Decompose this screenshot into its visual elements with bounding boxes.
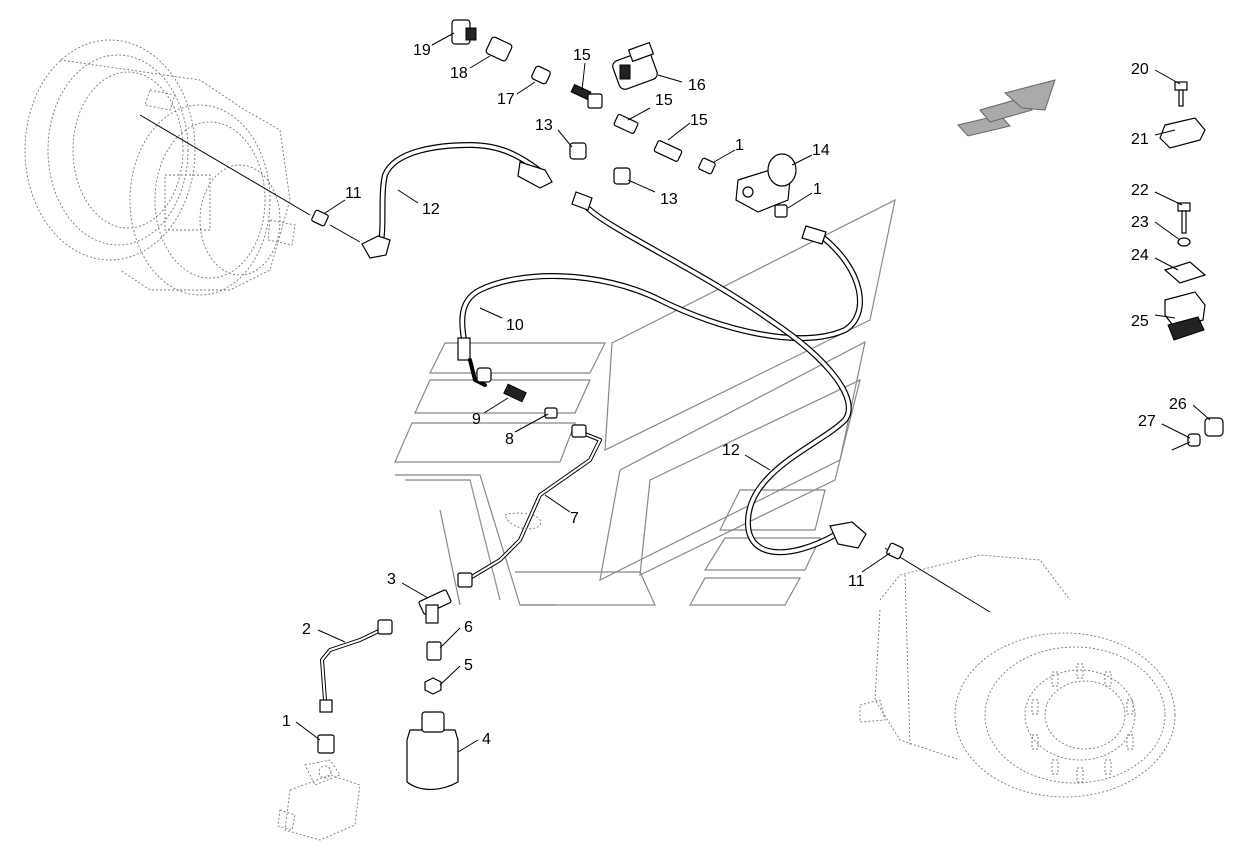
- leader-lines: [295, 32, 1211, 753]
- right-wheel-hub: [859, 554, 1176, 798]
- hose-12-upper: [361, 141, 553, 259]
- callout-19: 19: [413, 42, 431, 59]
- callout-18: 18: [450, 65, 468, 82]
- callout-21: 21: [1131, 131, 1149, 148]
- callout-9: 9: [472, 411, 481, 428]
- callout-11-left: 11: [345, 185, 362, 202]
- callout-23: 23: [1131, 214, 1149, 231]
- callout-7: 7: [570, 510, 579, 527]
- callout-16: 16: [688, 77, 706, 94]
- callout-13-upper: 13: [535, 117, 553, 134]
- callout-12-lower: 12: [722, 442, 740, 459]
- left-wheel-hub: [24, 39, 296, 296]
- callout-17: 17: [497, 91, 515, 108]
- callout-6: 6: [464, 619, 473, 636]
- callout-13-lower: 13: [660, 191, 678, 208]
- callout-14: 14: [812, 142, 830, 159]
- callout-26: 26: [1169, 396, 1187, 413]
- callout-15-middle: 15: [655, 92, 673, 109]
- hose-12-lower: [571, 191, 867, 556]
- brake-valve-block: [277, 759, 361, 841]
- callouts: 19 18 17 15 16 13 15 15 13 1 14 1 11 12 …: [282, 42, 1187, 748]
- callout-4: 4: [482, 731, 491, 748]
- direction-arrow-icon: [957, 79, 1056, 137]
- callout-12-upper: 12: [422, 201, 440, 218]
- callout-15-top: 15: [573, 47, 591, 64]
- pipe-7: [468, 358, 602, 580]
- callout-1-upper: 1: [735, 137, 744, 154]
- callout-8: 8: [505, 431, 514, 448]
- callout-22: 22: [1131, 182, 1149, 199]
- callout-15-right: 15: [690, 112, 708, 129]
- watermark-logo: [394, 198, 896, 606]
- axis-lines: [139, 114, 991, 613]
- callout-1-lower: 1: [282, 713, 291, 730]
- callout-20: 20: [1131, 61, 1149, 78]
- callout-24: 24: [1131, 247, 1149, 264]
- pipe-2: [320, 626, 387, 702]
- callout-2: 2: [302, 621, 311, 638]
- wheel-studs: [1031, 663, 1134, 783]
- callout-10: 10: [506, 317, 524, 334]
- fittings: [311, 19, 1224, 791]
- callout-3: 3: [387, 571, 396, 588]
- callout-1-right: 1: [813, 181, 822, 198]
- callout-11-right: 11: [848, 573, 865, 590]
- hose-10: [457, 225, 863, 361]
- callout-25: 25: [1131, 313, 1149, 330]
- callout-5: 5: [464, 657, 473, 674]
- callout-27: 27: [1138, 413, 1156, 430]
